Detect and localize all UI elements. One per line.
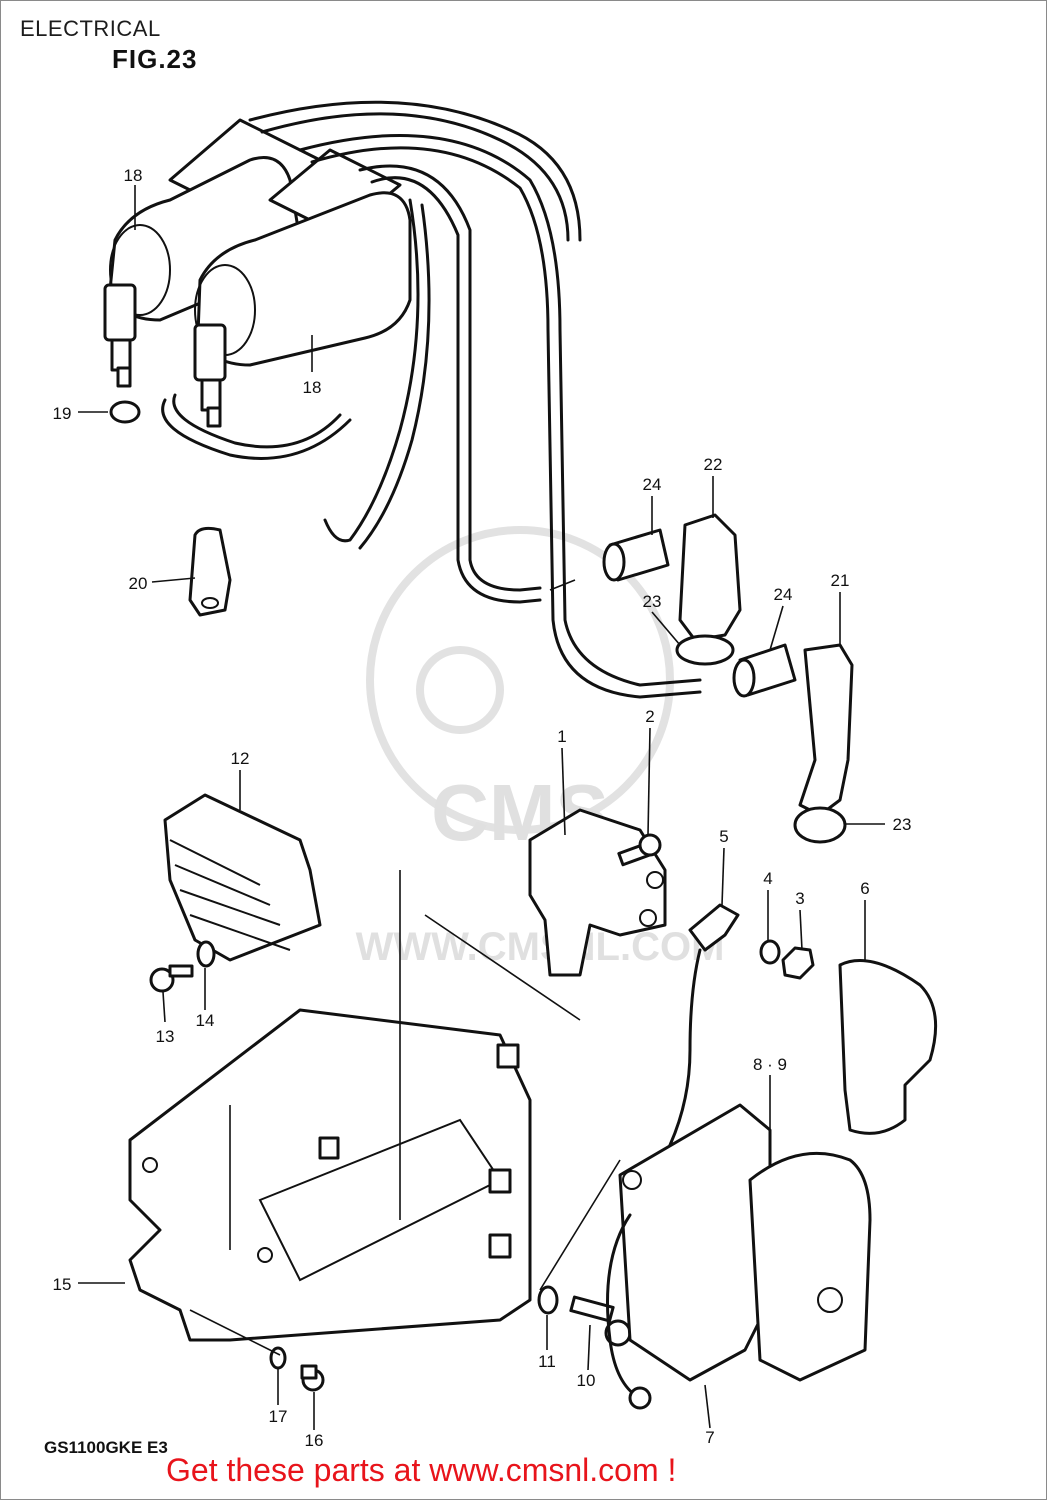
callout-2: 2 bbox=[645, 707, 654, 726]
callout-14: 14 bbox=[196, 1011, 215, 1030]
ignition-coil-right bbox=[193, 148, 412, 428]
clamp-20 bbox=[188, 526, 232, 617]
washer-11 bbox=[537, 1285, 559, 1315]
screw-10 bbox=[569, 1295, 632, 1347]
callout-24-lower: 24 bbox=[774, 585, 793, 604]
callout-10: 10 bbox=[577, 1371, 596, 1390]
callout-11: 11 bbox=[538, 1352, 556, 1371]
callout-18-left: 18 bbox=[124, 166, 143, 185]
callout-20: 20 bbox=[129, 574, 148, 593]
callout-13: 13 bbox=[156, 1027, 175, 1046]
seal-cap-24-lower bbox=[732, 643, 797, 698]
nut-3 bbox=[781, 946, 815, 980]
callout-17: 17 bbox=[269, 1407, 288, 1426]
seal-cap-24-upper bbox=[602, 528, 670, 582]
callout-12: 12 bbox=[231, 749, 250, 768]
callout-1: 1 bbox=[557, 727, 566, 746]
callout-24-upper: 24 bbox=[643, 475, 662, 494]
screw-13 bbox=[149, 964, 194, 993]
washer-4 bbox=[759, 939, 781, 965]
washer-14 bbox=[196, 940, 216, 968]
leader-lines bbox=[78, 185, 885, 1430]
callout-23-lower: 23 bbox=[893, 815, 912, 834]
callout-8-9: 8 · 9 bbox=[753, 1055, 787, 1074]
bolt-2 bbox=[617, 833, 662, 867]
callout-4: 4 bbox=[763, 869, 772, 888]
get-parts-link[interactable]: Get these parts at www.cmsnl.com ! bbox=[166, 1452, 677, 1488]
callout-19: 19 bbox=[53, 404, 72, 423]
assembly-lines bbox=[189, 579, 621, 1356]
watermark-url-text: WWW.CMSNL.COM bbox=[356, 925, 725, 969]
bolt-16 bbox=[300, 1364, 325, 1392]
high-tension-leads bbox=[161, 100, 702, 699]
callout-22: 22 bbox=[704, 455, 723, 474]
callout-3: 3 bbox=[795, 889, 804, 908]
callout-16: 16 bbox=[305, 1431, 324, 1450]
callout-6: 6 bbox=[860, 879, 869, 898]
callout-23-upper: 23 bbox=[643, 592, 662, 611]
callout-5: 5 bbox=[719, 827, 728, 846]
regulator-rectifier-12 bbox=[163, 793, 322, 962]
callout-15: 15 bbox=[53, 1275, 72, 1294]
fuse-box-7 bbox=[606, 1103, 872, 1410]
callout-18-right: 18 bbox=[303, 378, 322, 397]
starter-cable bbox=[668, 948, 702, 1147]
plug-cap-21 bbox=[793, 643, 854, 844]
section-title: ELECTRICAL bbox=[20, 16, 161, 41]
callout-21: 21 bbox=[831, 571, 850, 590]
callout-labels: 18 18 19 20 24 22 23 24 21 23 2 1 12 5 4… bbox=[53, 166, 912, 1450]
nut-19 bbox=[109, 400, 141, 424]
terminal-5 bbox=[688, 903, 740, 952]
battery-bracket-15 bbox=[128, 1008, 532, 1342]
figure-label: FIG.23 bbox=[112, 44, 198, 74]
model-code: GS1100GKE E3 bbox=[44, 1438, 168, 1457]
callout-7: 7 bbox=[705, 1428, 714, 1447]
starter-relay-cover-6 bbox=[838, 959, 938, 1135]
plug-cap-22 bbox=[675, 513, 742, 666]
